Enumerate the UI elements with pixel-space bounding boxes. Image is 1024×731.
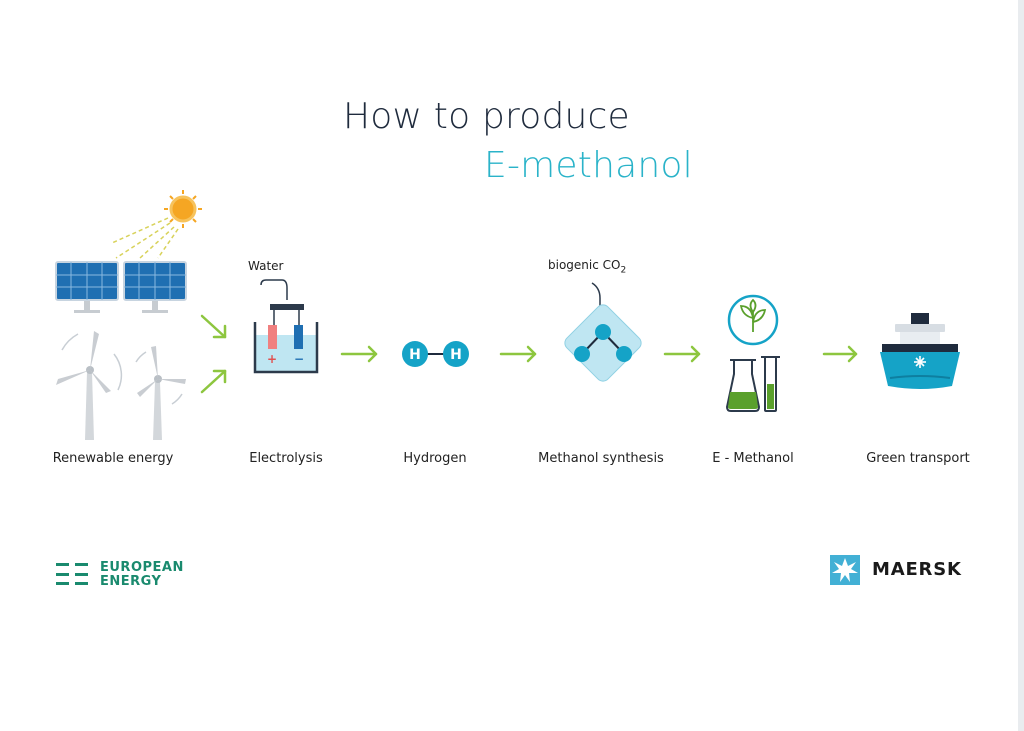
hydrogen-molecule-icon: H H xyxy=(402,341,469,367)
sun-rays-icon xyxy=(111,217,179,259)
arrow-wind-to-electrolysis xyxy=(200,369,227,394)
lab-flask-icon xyxy=(725,294,780,412)
maersk-logo-text: MAERSK xyxy=(872,559,962,580)
wind-turbine-left-icon xyxy=(56,331,123,440)
co2-text: biogenic CO xyxy=(548,258,621,272)
container-ship-icon xyxy=(880,313,960,389)
stage-green-transport: Green transport xyxy=(866,451,970,466)
solar-panel-right-icon xyxy=(123,261,187,313)
stage-methanol-synthesis: Methanol synthesis xyxy=(538,451,664,466)
hydrogen-atom-right: H xyxy=(450,347,462,363)
co2-callout: biogenic CO2 xyxy=(548,258,626,275)
co2-subscript: 2 xyxy=(620,265,627,276)
arrow-synthesis-to-methanol xyxy=(663,345,701,363)
european-energy-logo-mark xyxy=(56,563,88,585)
page-edge xyxy=(1018,0,1024,731)
arrow-solar-to-electrolysis xyxy=(200,314,227,339)
stage-electrolysis: Electrolysis xyxy=(249,451,323,466)
title-line-2: E-methanol xyxy=(484,145,693,186)
synthesis-reactor-icon xyxy=(564,282,642,382)
water-callout: Water xyxy=(248,259,284,273)
wind-turbine-right-icon xyxy=(135,346,186,440)
arrow-hydrogen-to-synthesis xyxy=(499,345,537,363)
hydrogen-atom-left: H xyxy=(409,347,421,363)
stage-hydrogen: Hydrogen xyxy=(403,451,467,466)
positive-symbol: + xyxy=(267,352,277,366)
sun-icon xyxy=(164,190,202,228)
arrow-electrolysis-to-hydrogen xyxy=(340,345,378,363)
maersk-star-icon xyxy=(830,555,860,585)
stage-renewable-energy: Renewable energy xyxy=(52,451,174,466)
electrolysis-cell-icon: + − xyxy=(253,279,319,374)
solar-panel-left-icon xyxy=(55,261,119,313)
arrows xyxy=(200,314,858,394)
european-energy-logo-line1: EUROPEAN xyxy=(100,560,184,575)
european-energy-logo-line2: ENERGY xyxy=(100,574,162,589)
leaf-icon xyxy=(739,298,767,332)
arrow-methanol-to-transport xyxy=(822,345,858,363)
negative-symbol: − xyxy=(294,352,304,366)
title-line-1: How to produce xyxy=(343,96,630,137)
stage-e-methanol: E - Methanol xyxy=(712,451,794,466)
